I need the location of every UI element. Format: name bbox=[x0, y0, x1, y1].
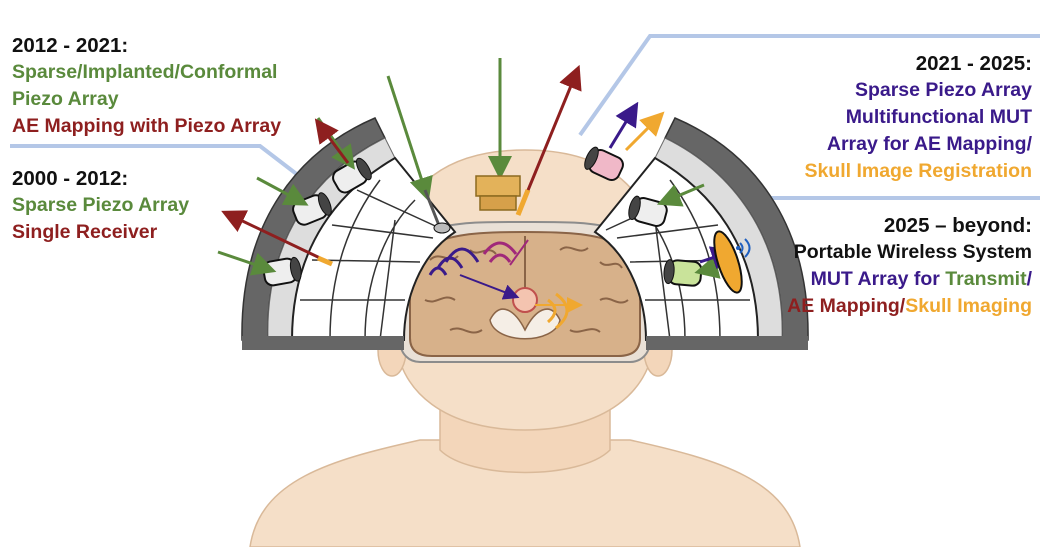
arrow-green-l3 bbox=[217, 250, 277, 276]
catheter-tip bbox=[433, 222, 451, 234]
wave-magenta bbox=[482, 241, 518, 263]
wireless-dot bbox=[736, 246, 740, 250]
connector-2021 bbox=[578, 34, 1040, 137]
era-2012-line1: Sparse/Implanted/Conformal bbox=[12, 61, 278, 83]
helmet-left-gridlines bbox=[300, 179, 445, 341]
arrow-red-top bbox=[522, 64, 582, 201]
arrow-green-top1 bbox=[386, 75, 433, 202]
implant-box bbox=[475, 175, 521, 197]
wave-purple bbox=[428, 247, 480, 276]
arrow-purple-in bbox=[459, 274, 520, 300]
wireless-dish bbox=[713, 230, 743, 294]
era-2012-line3: AE Mapping with Piezo Array bbox=[12, 115, 282, 137]
arrow-red-l3 bbox=[221, 210, 321, 260]
arrow-orange-r1 bbox=[624, 111, 665, 152]
orange-probe bbox=[515, 189, 531, 216]
arrow-purple-r1 bbox=[608, 101, 639, 149]
right-transducers bbox=[584, 101, 751, 294]
era-2021-line3: Array for AE Mapping/ bbox=[826, 133, 1032, 155]
arrow-green-r2 bbox=[656, 183, 705, 207]
era-2000-title: 2000 - 2012: bbox=[12, 167, 129, 190]
era-2021-line4: Skull Image Registration bbox=[804, 160, 1032, 182]
era-2021-title: 2021 - 2025: bbox=[915, 52, 1032, 75]
era-2025-beyond: 2025 – beyond: Portable Wireless System … bbox=[787, 212, 1032, 320]
era-2025-title: 2025 – beyond: bbox=[883, 214, 1032, 237]
era-2025-line2-mut: MUT Array for bbox=[810, 268, 946, 290]
era-2025-line2-transmit: Transmit bbox=[945, 268, 1027, 290]
era-2012-2021: 2012 - 2021: Sparse/Implanted/Conformal … bbox=[12, 32, 281, 140]
top-transducers bbox=[386, 58, 582, 234]
era-2025-line3-skull: Skull Imaging bbox=[905, 295, 1032, 317]
arrow-red-l1 bbox=[314, 118, 350, 164]
era-2025-line1: Portable Wireless System bbox=[793, 241, 1032, 263]
era-2025-line2: MUT Array for Transmit/ bbox=[787, 266, 1032, 293]
transducer-r3 bbox=[663, 259, 703, 287]
era-2000-line2: Single Receiver bbox=[12, 221, 158, 243]
implant-box-base bbox=[479, 195, 517, 211]
probe-needle bbox=[317, 255, 333, 267]
transducer-r1 bbox=[584, 146, 624, 182]
era-2021-2025: 2021 - 2025: Sparse Piezo Array Multifun… bbox=[804, 50, 1032, 185]
arrow-green-l2 bbox=[256, 176, 309, 206]
era-2025-line3: AE Mapping/Skull Imaging bbox=[787, 293, 1032, 320]
helmet-left-base bbox=[242, 336, 404, 350]
arrow-magenta-out bbox=[509, 239, 529, 266]
catheter bbox=[423, 189, 442, 229]
era-2000-2012: 2000 - 2012: Sparse Piezo Array Single R… bbox=[12, 165, 189, 246]
era-2025-line2-slash: / bbox=[1026, 268, 1032, 290]
era-2012-title: 2012 - 2021: bbox=[12, 34, 129, 57]
brain-folds bbox=[424, 236, 629, 334]
era-2021-line2: Multifunctional MUT bbox=[845, 106, 1032, 128]
target-focus bbox=[512, 287, 538, 313]
era-2012-line2: Piezo Array bbox=[12, 88, 119, 110]
era-2021-line1: Sparse Piezo Array bbox=[854, 79, 1032, 101]
shoulders bbox=[249, 439, 801, 547]
ventricles bbox=[489, 308, 561, 340]
wireless-icon bbox=[739, 238, 751, 258]
left-transducers bbox=[217, 117, 372, 287]
helmet-right-base bbox=[646, 336, 808, 350]
era-2000-line1: Sparse Piezo Array bbox=[12, 194, 190, 216]
helmet-left bbox=[241, 117, 457, 350]
era-2025-line3-ae: AE Mapping/ bbox=[787, 295, 906, 317]
